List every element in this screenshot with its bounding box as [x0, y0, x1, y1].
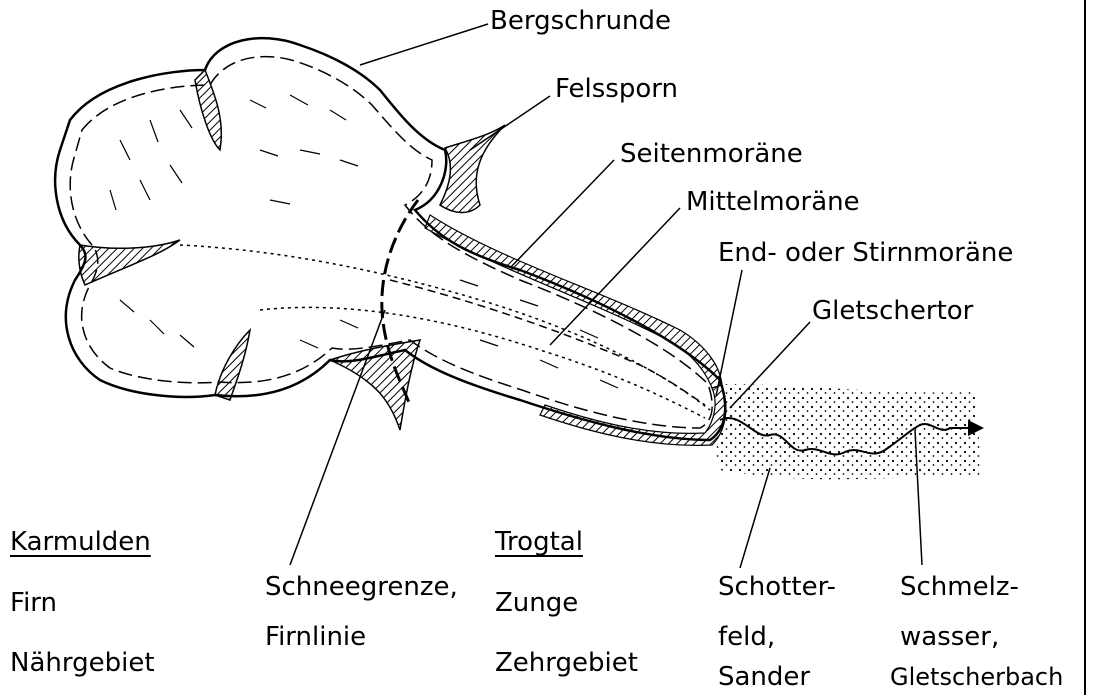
label-schotter-3: Sander	[718, 662, 810, 692]
legend-trogtal-zunge: Zunge	[495, 588, 578, 618]
label-schotter-1: Schotter-	[718, 572, 836, 602]
legend-karmulden-naehrgebiet: Nährgebiet	[10, 648, 155, 678]
legend-trogtal-zehrgebiet: Zehrgebiet	[495, 648, 638, 678]
label-schmelz-1: Schmelz-	[900, 572, 1019, 602]
label-endmoraene: End- oder Stirnmoräne	[718, 238, 1013, 268]
label-schneegrenze-2: Firnlinie	[265, 622, 366, 652]
label-gletschertor: Gletschertor	[812, 296, 973, 326]
felssporn-rock	[440, 125, 505, 213]
label-schmelz-3: Gletscherbach	[890, 662, 1063, 692]
label-seitenmoraene: Seitenmoräne	[620, 139, 803, 169]
sander-dotted-area	[700, 384, 982, 479]
label-bergschrunde: Bergschrunde	[490, 6, 671, 36]
label-schneegrenze-1: Schneegrenze,	[265, 572, 458, 602]
label-felssporn: Felssporn	[555, 74, 678, 104]
label-schotter-2: feld,	[718, 622, 775, 652]
label-mittelmoraene: Mittelmoräne	[686, 187, 860, 217]
legend-karmulden-heading: Karmulden	[10, 527, 151, 557]
label-schmelz-2: wasser,	[900, 622, 999, 652]
legend-karmulden-firn: Firn	[10, 588, 57, 618]
legend-trogtal-heading: Trogtal	[495, 527, 583, 557]
